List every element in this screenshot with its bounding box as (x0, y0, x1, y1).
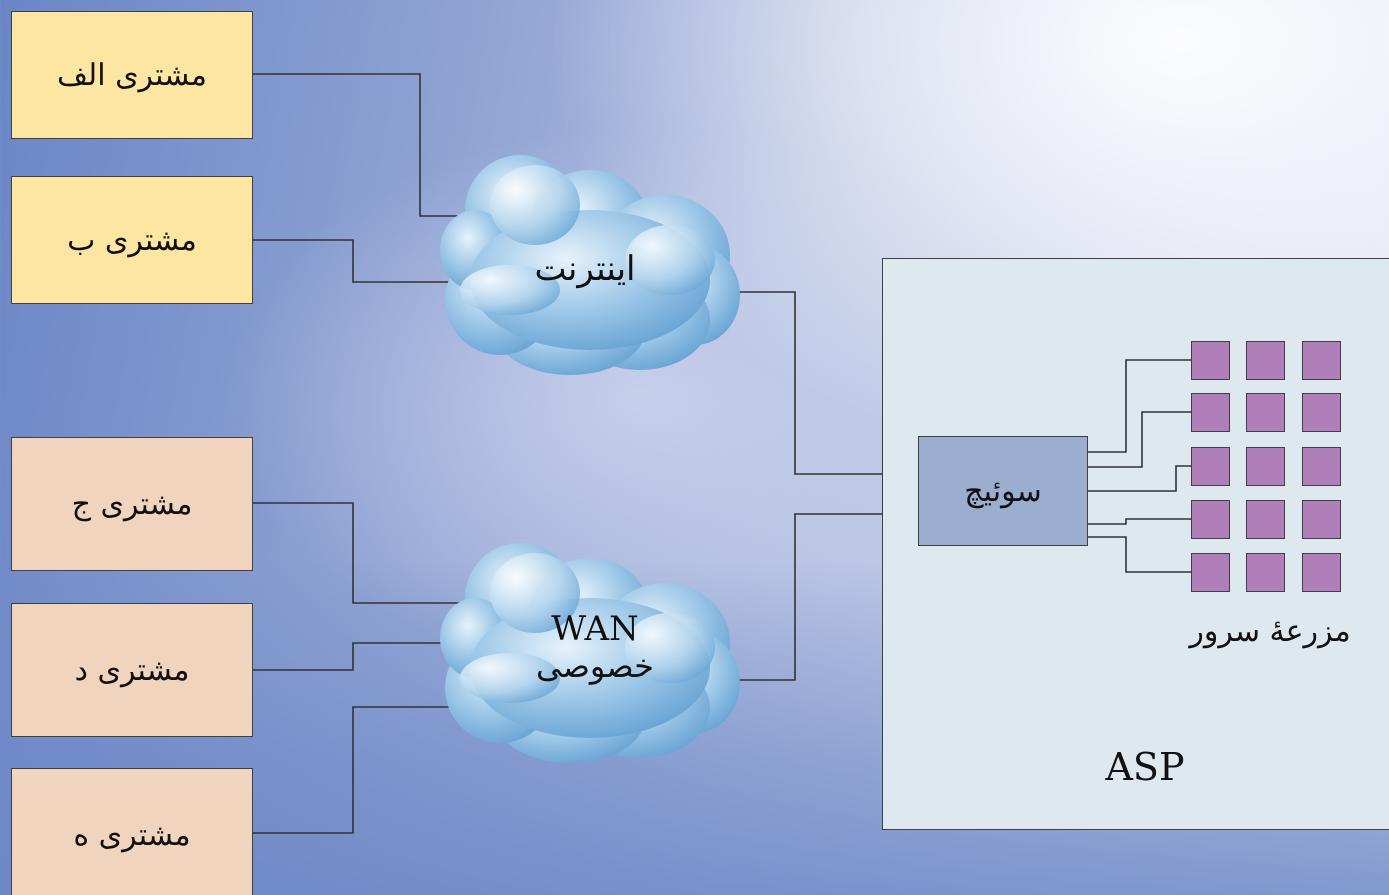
server-icon (1246, 447, 1285, 486)
server-icon (1302, 447, 1341, 486)
switch-label: سوئیچ (964, 473, 1042, 509)
switch-box: سوئیچ (918, 436, 1088, 546)
server-icon (1191, 500, 1230, 539)
client-label-e: مشتری ه (73, 817, 191, 853)
wire-client-c-wan (252, 502, 470, 604)
client-label-a: مشتری الف (57, 57, 207, 93)
server-icon (1191, 447, 1230, 486)
wire-client-e-wan (252, 706, 470, 834)
wire-client-b-internet (252, 239, 470, 283)
wire-client-a-internet (252, 73, 470, 217)
client-label-c: مشتری ج (71, 486, 193, 522)
wan-label-line1: WAN (551, 609, 639, 649)
client-label-b: مشتری ب (67, 222, 197, 258)
server-icon (1191, 341, 1230, 380)
client-box-d: مشتری د (11, 603, 253, 737)
wan-label-line2: خصوصی (536, 647, 654, 685)
wire-switch-server-row4 (1088, 518, 1192, 525)
wire-switch-server-row3 (1088, 465, 1192, 492)
server-icon (1246, 341, 1285, 380)
server-icon (1302, 341, 1341, 380)
wire-switch-server-row1 (1088, 359, 1192, 453)
server-icon (1246, 553, 1285, 592)
internet-cloud-icon (440, 155, 740, 375)
wire-switch-server-row5 (1088, 536, 1192, 573)
client-box-a: مشتری الف (11, 11, 253, 139)
server-icon (1246, 393, 1285, 432)
server-icon (1246, 500, 1285, 539)
server-icon (1191, 553, 1230, 592)
client-box-e: مشتری ه (11, 768, 253, 895)
client-box-c: مشتری ج (11, 437, 253, 571)
client-box-b: مشتری ب (11, 176, 253, 304)
server-icon (1302, 553, 1341, 592)
wan-cloud-label: WAN خصوصی (500, 612, 690, 682)
server-icon (1302, 393, 1341, 432)
server-farm-label: مزرعهٔ سرور (1189, 614, 1351, 649)
internet-label-text: اینترنت (534, 249, 636, 289)
wire-wan-switch (736, 513, 918, 681)
client-label-d: مشتری د (74, 652, 190, 688)
internet-cloud-label: اینترنت (510, 252, 660, 286)
wire-internet-switch (736, 291, 918, 475)
server-icon (1191, 393, 1230, 432)
wan-cloud-icon (440, 543, 740, 763)
wire-switch-server-row2 (1088, 411, 1192, 468)
server-icon (1302, 500, 1341, 539)
wire-client-d-wan (252, 642, 460, 671)
asp-label: ASP (1105, 745, 1185, 789)
